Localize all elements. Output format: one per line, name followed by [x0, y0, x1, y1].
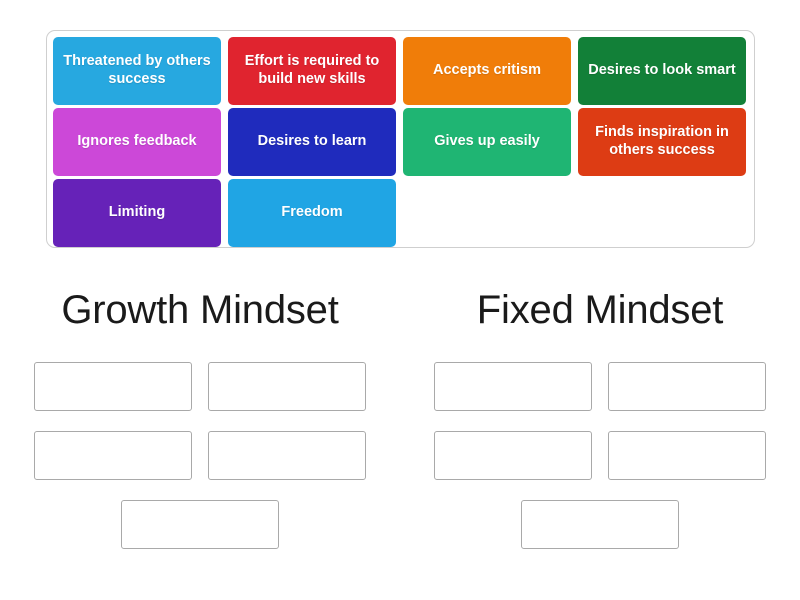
- dropzone-growth-1[interactable]: [34, 362, 192, 411]
- tile-finds-inspiration-in-others-success[interactable]: Finds inspiration in others success: [578, 108, 746, 176]
- tile-tray: Threatened by others success Effort is r…: [46, 30, 755, 248]
- tile-slot-empty: [578, 179, 746, 247]
- dropzone-growth-5[interactable]: [121, 500, 279, 549]
- tile-gives-up-easily[interactable]: Gives up easily: [403, 108, 571, 176]
- dropzone-growth-3[interactable]: [34, 431, 192, 480]
- tile-slot-empty: [403, 179, 571, 247]
- dropzone-column-growth-mindset: [0, 362, 400, 549]
- tile-row: Limiting Freedom: [53, 179, 748, 247]
- dropzone-fixed-3[interactable]: [434, 431, 592, 480]
- dropzone-columns: [0, 362, 800, 549]
- tile-limiting[interactable]: Limiting: [53, 179, 221, 247]
- category-headings: Growth Mindset Fixed Mindset: [0, 288, 800, 333]
- dropzone-growth-4[interactable]: [208, 431, 366, 480]
- tile-desires-to-look-smart[interactable]: Desires to look smart: [578, 37, 746, 105]
- tile-row: Threatened by others success Effort is r…: [53, 37, 748, 105]
- category-title-fixed-mindset: Fixed Mindset: [476, 288, 724, 332]
- dropzone-growth-2[interactable]: [208, 362, 366, 411]
- dropzone-fixed-1[interactable]: [434, 362, 592, 411]
- tile-desires-to-learn[interactable]: Desires to learn: [228, 108, 396, 176]
- tile-threatened-by-others-success[interactable]: Threatened by others success: [53, 37, 221, 105]
- tile-effort-is-required-to-build-new-skills[interactable]: Effort is required to build new skills: [228, 37, 396, 105]
- dropzone-column-fixed-mindset: [400, 362, 800, 549]
- dropzone-fixed-4[interactable]: [608, 431, 766, 480]
- tile-accepts-critism[interactable]: Accepts critism: [403, 37, 571, 105]
- tile-ignores-feedback[interactable]: Ignores feedback: [53, 108, 221, 176]
- category-title-growth-mindset: Growth Mindset: [61, 288, 339, 332]
- dropzone-fixed-5[interactable]: [521, 500, 679, 549]
- tile-row: Ignores feedback Desires to learn Gives …: [53, 108, 748, 176]
- tile-freedom[interactable]: Freedom: [228, 179, 396, 247]
- dropzone-fixed-2[interactable]: [608, 362, 766, 411]
